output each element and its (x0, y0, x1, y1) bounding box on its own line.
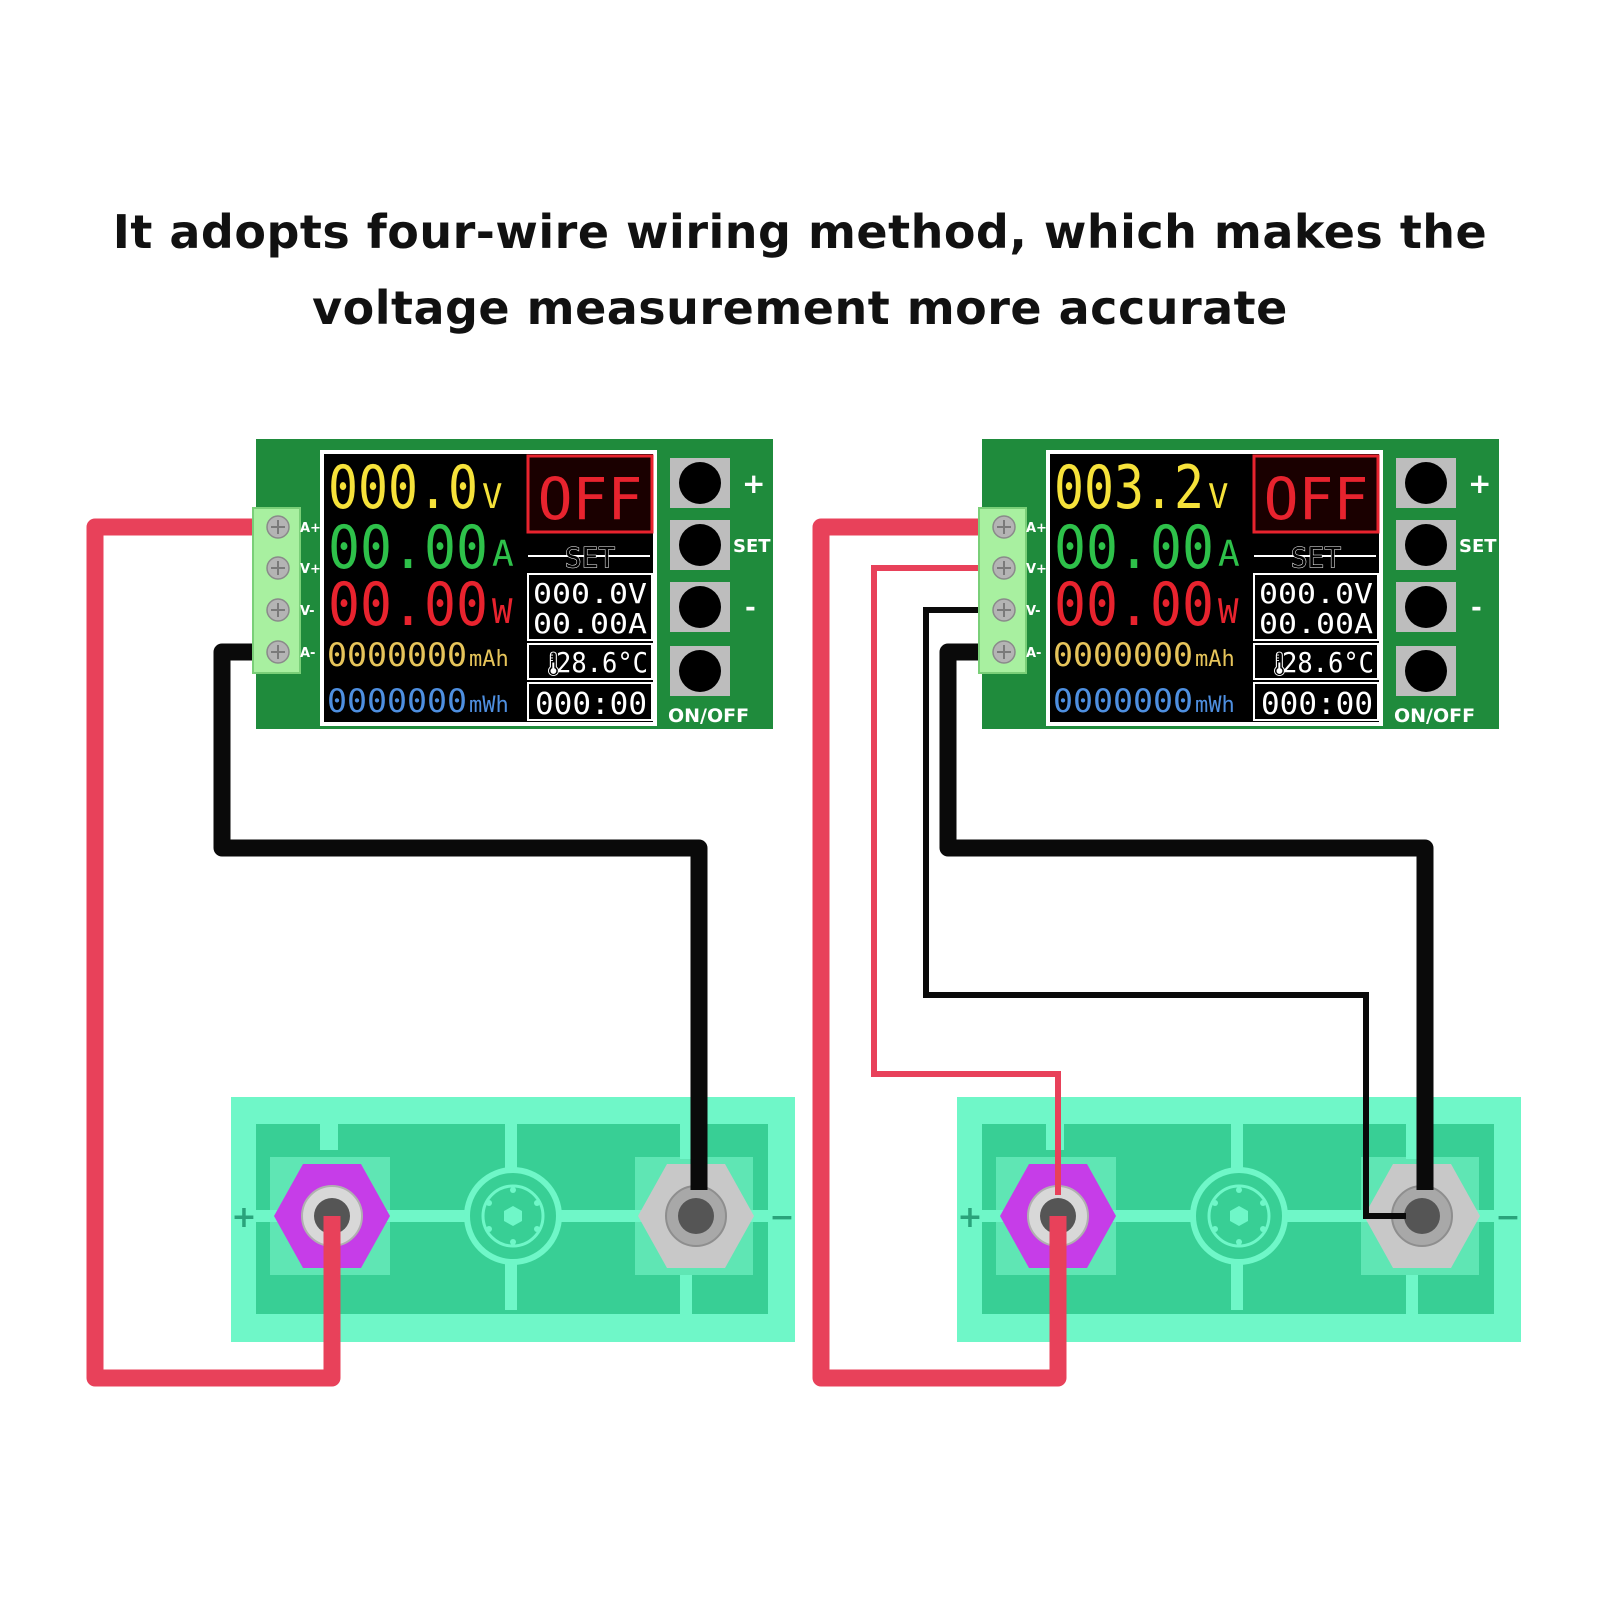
lcd-current-unit: A (1218, 534, 1240, 575)
holder-minus-label: − (1495, 1200, 1520, 1235)
terminal-label-a-minus: A- (1026, 646, 1041, 661)
button-onoff[interactable] (1396, 646, 1456, 696)
right-setup: + − A+ V+ V- A- 003.2 (812, 439, 1521, 1387)
lcd-energy-value: 0000000 (327, 682, 467, 720)
lcd-power-value: 00.00 (328, 570, 488, 640)
button-plus-label: + (1468, 467, 1491, 500)
lcd-state: OFF (1264, 465, 1369, 533)
lcd-set-voltage: 000.0V (1259, 577, 1373, 610)
lcd-current-value: 00.00 (1054, 513, 1214, 583)
lcd-current-value: 00.00 (328, 513, 488, 583)
black-wire-right-current (939, 643, 1434, 1190)
button-minus[interactable] (1396, 582, 1456, 632)
button-set[interactable] (670, 520, 730, 570)
lcd-power-value: 00.00 (1054, 570, 1214, 640)
left-setup: + − A+ V+ V- A- 000.0 V (86, 439, 795, 1387)
lcd-capacity-unit: mAh (469, 647, 509, 672)
holder-minus-label: − (769, 1200, 794, 1235)
thermometer-icon: 🌡 (538, 650, 568, 678)
button-minus-label: - (1471, 593, 1482, 623)
button-plus[interactable] (670, 458, 730, 508)
thermometer-icon: 🌡 (1264, 650, 1294, 678)
lcd-capacity-value: 0000000 (327, 636, 467, 674)
lcd-set-voltage: 000.0V (533, 577, 647, 610)
red-wire-right-sense (871, 565, 1061, 1195)
red-wire-right-current (812, 518, 1067, 1387)
lcd-timer: 000:00 (1261, 687, 1373, 722)
lcd-energy-unit: mWh (1195, 693, 1235, 718)
button-plus[interactable] (1396, 458, 1456, 508)
terminal-label-v-plus: V+ (1026, 562, 1047, 577)
lcd-capacity-value: 0000000 (1053, 636, 1193, 674)
button-minus-label: - (745, 593, 756, 623)
terminal-label-v-minus: V- (1026, 604, 1041, 619)
module-left: A+ V+ V- A- 000.0 V OFF 00.00 A SET 00.0… (252, 439, 773, 729)
lcd-voltage-unit: V (482, 477, 502, 517)
battery-holder-left: + − (231, 1097, 795, 1342)
button-onoff-label: ON/OFF (1394, 705, 1475, 727)
black-wire-right-sense (923, 607, 1406, 1219)
button-set-label: SET (1459, 536, 1497, 557)
red-wire-left (86, 518, 341, 1387)
button-set[interactable] (1396, 520, 1456, 570)
holder-plus-label: + (957, 1200, 982, 1235)
lcd-set-current: 00.00A (1259, 607, 1373, 640)
lcd-temperature: 28.6°C (1282, 646, 1374, 679)
lcd-state: OFF (538, 465, 643, 533)
terminal-label-v-plus: V+ (300, 562, 321, 577)
terminal-label-a-plus: A+ (1026, 521, 1047, 536)
terminal-label-v-minus: V- (300, 604, 315, 619)
lcd-voltage-unit: V (1208, 477, 1228, 517)
lcd-voltage-value: 000.0 (328, 453, 478, 523)
lcd-voltage-value: 003.2 (1054, 453, 1204, 523)
heading-line-2: voltage measurement more accurate (312, 281, 1288, 335)
lcd-set-current: 00.00A (533, 607, 647, 640)
lcd-temperature: 28.6°C (556, 646, 648, 679)
lcd-energy-value: 0000000 (1053, 682, 1193, 720)
lcd-power-unit: W (1218, 592, 1239, 632)
lcd-current-unit: A (492, 534, 514, 575)
lcd-set-label: SET (1291, 541, 1342, 574)
black-wire-left (213, 643, 708, 1190)
holder-plus-label: + (231, 1200, 256, 1235)
battery-holder-right: + − (957, 1097, 1521, 1342)
lcd-energy-unit: mWh (469, 693, 509, 718)
module-right: A+ V+ V- A- 003.2 V OFF 00.00 A SET 00.0… (978, 439, 1499, 729)
lcd-power-unit: W (492, 592, 513, 632)
terminal-label-a-plus: A+ (300, 521, 321, 536)
button-set-label: SET (733, 536, 771, 557)
lcd-capacity-unit: mAh (1195, 647, 1235, 672)
button-minus[interactable] (670, 582, 730, 632)
lcd-set-label: SET (565, 541, 616, 574)
button-onoff-label: ON/OFF (668, 705, 749, 727)
button-onoff[interactable] (670, 646, 730, 696)
terminal-label-a-minus: A- (300, 646, 315, 661)
button-plus-label: + (742, 467, 765, 500)
lcd-timer: 000:00 (535, 687, 647, 722)
heading-line-1: It adopts four-wire wiring method, which… (112, 205, 1488, 259)
